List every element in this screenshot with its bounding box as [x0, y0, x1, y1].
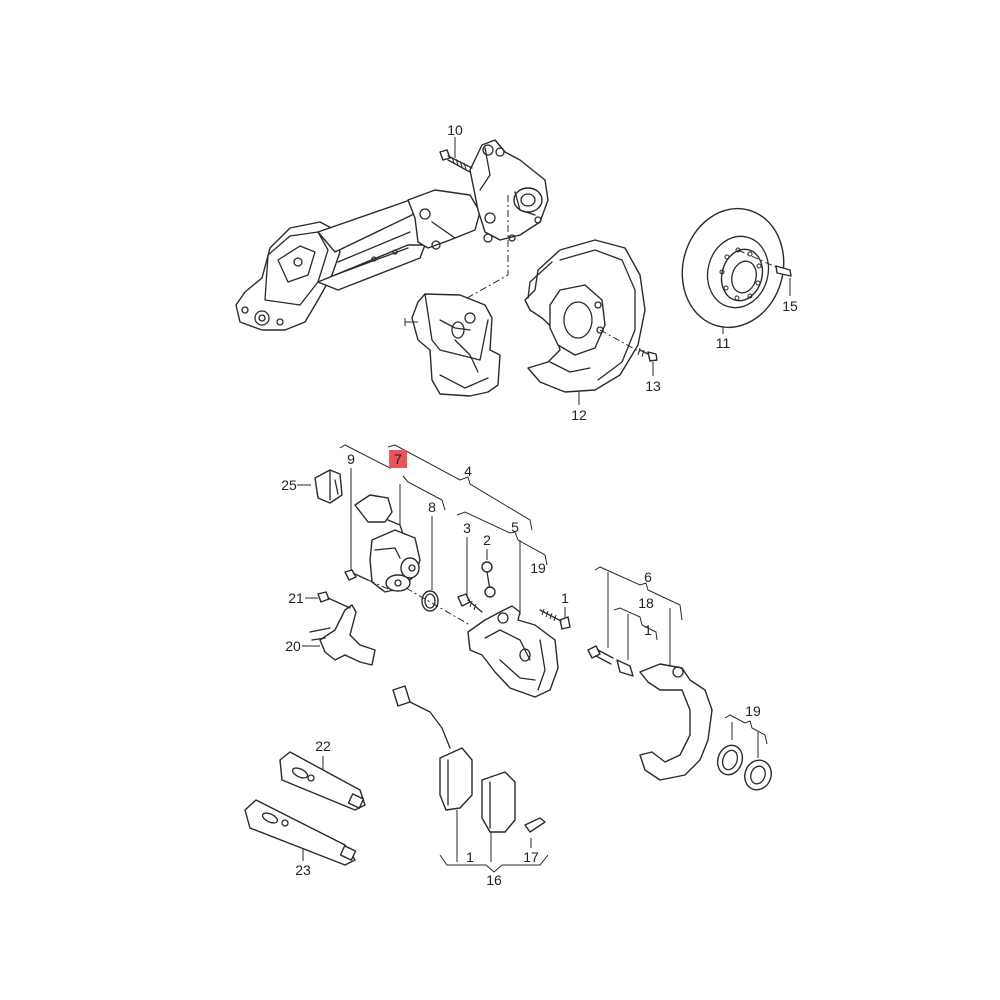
- callout-7-highlighted[interactable]: 7: [389, 450, 407, 468]
- callout-19-upper: 19: [530, 560, 546, 576]
- callout-16: 16: [486, 872, 502, 888]
- callout-1-bolt: 1: [561, 590, 569, 606]
- callout-17: 17: [523, 849, 539, 865]
- callout-1-pads: 1: [466, 849, 474, 865]
- brake-disc-drawing: [681, 207, 792, 334]
- callout-6: 6: [644, 569, 652, 585]
- callout-19-lower: 19: [745, 703, 761, 719]
- callout-15: 15: [782, 298, 798, 314]
- grease-tubes-drawing: [244, 751, 366, 866]
- callout-11: 11: [715, 335, 731, 351]
- callout-20: 20: [285, 638, 301, 654]
- brake-pads-drawing: [392, 685, 549, 873]
- callout-23: 23: [295, 862, 311, 878]
- mounting-bracket-drawing: [309, 591, 376, 666]
- trailing-arm-drawing: [235, 137, 549, 331]
- callout-5: 5: [511, 519, 519, 535]
- callout-3: 3: [463, 520, 471, 536]
- callout-2: 2: [483, 532, 491, 548]
- callout-9: 9: [347, 451, 355, 467]
- callout-1-carrier: 1: [644, 622, 652, 638]
- callout-10: 10: [447, 122, 463, 138]
- parking-motor-drawing: [344, 494, 421, 593]
- caliper-assembly-drawing: [404, 293, 501, 397]
- connector-drawing: [314, 469, 343, 504]
- bleed-screw-drawing: [457, 561, 496, 613]
- callout-12: 12: [571, 407, 587, 423]
- splash-shield-drawing: [524, 239, 658, 405]
- callout-25: 25: [281, 477, 297, 493]
- callout-4: 4: [464, 463, 472, 479]
- callout-22: 22: [315, 738, 331, 754]
- group-brackets: [297, 444, 566, 647]
- callout-13: 13: [645, 378, 661, 394]
- callout-21: 21: [288, 590, 304, 606]
- caliper-carrier-drawing: [587, 566, 772, 791]
- caliper-housing-drawing: [467, 605, 571, 698]
- callout-18: 18: [638, 595, 654, 611]
- callout-8: 8: [428, 499, 436, 515]
